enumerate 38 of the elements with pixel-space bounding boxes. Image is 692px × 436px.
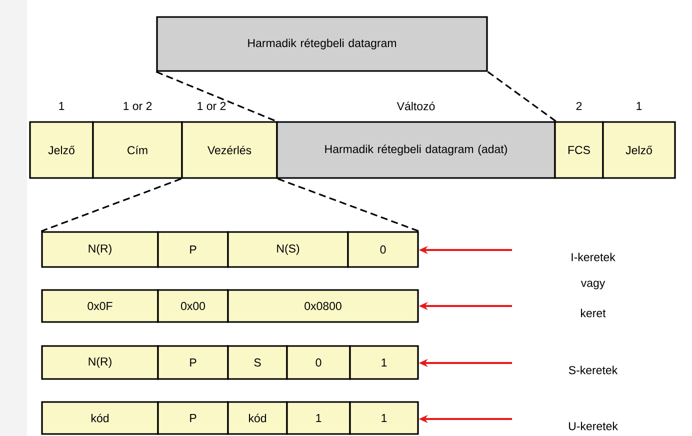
field-cell: 1 [349, 401, 419, 435]
zoom-line [156, 71, 277, 122]
size-label: 1 or 2 [196, 100, 228, 112]
size-label: 1 [57, 101, 66, 111]
field-cell: kód [41, 401, 159, 435]
field-cell: 1 [286, 401, 351, 435]
zoom-line [487, 71, 556, 122]
zoom-line [40, 178, 182, 232]
frame-type-label: U-keretek [568, 422, 618, 430]
frame-type-label: keret [581, 308, 606, 318]
datagram-box: Harmadik rétegbeli datagram [156, 16, 488, 72]
field-cell: P [157, 345, 229, 380]
field-cell: 0 [347, 231, 419, 268]
size-label: 1 or 2 [122, 100, 154, 112]
field-cell: N(S) [227, 231, 349, 268]
frame-type-label: vagy [580, 280, 606, 290]
field-cell: Vezérlés [181, 121, 278, 179]
size-label: 2 [574, 100, 584, 111]
zoom-line [278, 178, 420, 232]
field-cell: Cím [92, 121, 183, 179]
field-cell: kód [227, 401, 288, 435]
field-cell: FCS [554, 121, 604, 179]
field-cell: Jelző [29, 121, 94, 179]
field-cell: N(R) [41, 345, 159, 380]
field-cell: 0 [286, 345, 351, 380]
field-cell: 1 [349, 345, 419, 380]
size-label: 1 [634, 101, 644, 111]
field-cell: N(R) [41, 231, 159, 268]
field-cell: 0x00 [157, 289, 229, 323]
field-cell: S [227, 345, 288, 380]
field-cell: 0x0F [41, 289, 159, 323]
field-cell: Jelző [602, 121, 676, 179]
frame-type-label: S-keretek [568, 366, 618, 374]
field-cell: Harmadik rétegbeli datagram (adat) [276, 121, 556, 179]
field-cell: P [157, 231, 229, 268]
field-cell: P [157, 401, 229, 435]
frame-type-label: I-keretek [572, 252, 616, 262]
size-label: Változó [396, 100, 436, 112]
